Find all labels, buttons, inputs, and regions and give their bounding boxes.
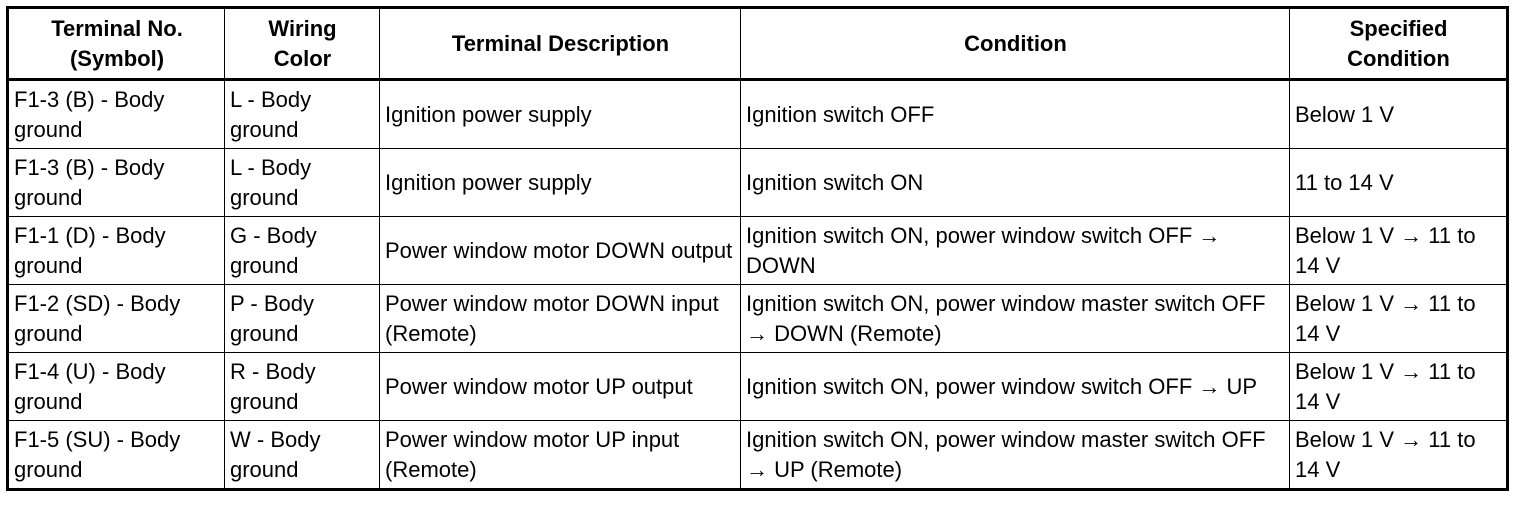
cell-terminal: F1-5 (SU) - Body ground xyxy=(7,420,225,490)
cell-specified-condition: 11 to 14 V xyxy=(1289,148,1508,217)
header-terminal-no-label: Terminal No. (Symbol) xyxy=(51,15,183,71)
cell-wiring-color: R - Body ground xyxy=(224,352,380,421)
header-wiring-color: Wiring Color xyxy=(224,7,380,81)
header-terminal-no: Terminal No. (Symbol) xyxy=(7,7,225,81)
cell-description: Ignition power supply xyxy=(379,79,741,149)
cell-condition: Ignition switch ON, power window switch … xyxy=(740,216,1290,285)
header-condition: Condition xyxy=(740,7,1290,81)
cell-specified-condition: Below 1 V → 11 to 14 V xyxy=(1289,284,1508,353)
table-row: F1-4 (U) - Body ground R - Body ground P… xyxy=(7,352,1508,421)
table-row: F1-1 (D) - Body ground G - Body ground P… xyxy=(7,216,1508,285)
cell-wiring-color: L - Body ground xyxy=(224,79,380,149)
table-row: F1-3 (B) - Body ground L - Body ground I… xyxy=(7,79,1508,149)
table-body: F1-3 (B) - Body ground L - Body ground I… xyxy=(7,79,1508,490)
table-row: F1-5 (SU) - Body ground W - Body ground … xyxy=(7,420,1508,490)
cell-condition: Ignition switch OFF xyxy=(740,79,1290,149)
cell-description: Power window motor DOWN input (Remote) xyxy=(379,284,741,353)
cell-specified-condition: Below 1 V xyxy=(1289,79,1508,149)
cell-wiring-color: W - Body ground xyxy=(224,420,380,490)
cell-specified-condition: Below 1 V → 11 to 14 V xyxy=(1289,216,1508,285)
cell-condition: Ignition switch ON xyxy=(740,148,1290,217)
cell-condition: Ignition switch ON, power window switch … xyxy=(740,352,1290,421)
header-terminal-description-label: Terminal Description xyxy=(451,30,670,56)
cell-terminal: F1-4 (U) - Body ground xyxy=(7,352,225,421)
cell-terminal: F1-3 (B) - Body ground xyxy=(7,79,225,149)
cell-specified-condition: Below 1 V → 11 to 14 V xyxy=(1289,420,1508,490)
cell-terminal: F1-2 (SD) - Body ground xyxy=(7,284,225,353)
cell-description: Power window motor UP input (Remote) xyxy=(379,420,741,490)
cell-description: Ignition power supply xyxy=(379,148,741,217)
cell-terminal: F1-3 (B) - Body ground xyxy=(7,148,225,217)
header-row: Terminal No. (Symbol) Wiring Color Termi… xyxy=(7,7,1508,81)
header-terminal-description: Terminal Description xyxy=(379,7,741,81)
cell-terminal: F1-1 (D) - Body ground xyxy=(7,216,225,285)
cell-description: Power window motor UP output xyxy=(379,352,741,421)
cell-description: Power window motor DOWN output xyxy=(379,216,741,285)
cell-wiring-color: P - Body ground xyxy=(224,284,380,353)
cell-wiring-color: L - Body ground xyxy=(224,148,380,217)
header-wiring-color-label: Wiring Color xyxy=(268,15,337,71)
cell-specified-condition: Below 1 V → 11 to 14 V xyxy=(1289,352,1508,421)
cell-condition: Ignition switch ON, power window master … xyxy=(740,284,1290,353)
header-specified-condition-label: Specified Condition xyxy=(1347,15,1450,71)
header-specified-condition: Specified Condition xyxy=(1289,7,1508,81)
terminal-spec-table: Terminal No. (Symbol) Wiring Color Termi… xyxy=(6,6,1509,491)
cell-wiring-color: G - Body ground xyxy=(224,216,380,285)
cell-condition: Ignition switch ON, power window master … xyxy=(740,420,1290,490)
table-row: F1-2 (SD) - Body ground P - Body ground … xyxy=(7,284,1508,353)
table-header: Terminal No. (Symbol) Wiring Color Termi… xyxy=(7,7,1508,81)
header-condition-label: Condition xyxy=(964,30,1067,56)
table-row: F1-3 (B) - Body ground L - Body ground I… xyxy=(7,148,1508,217)
